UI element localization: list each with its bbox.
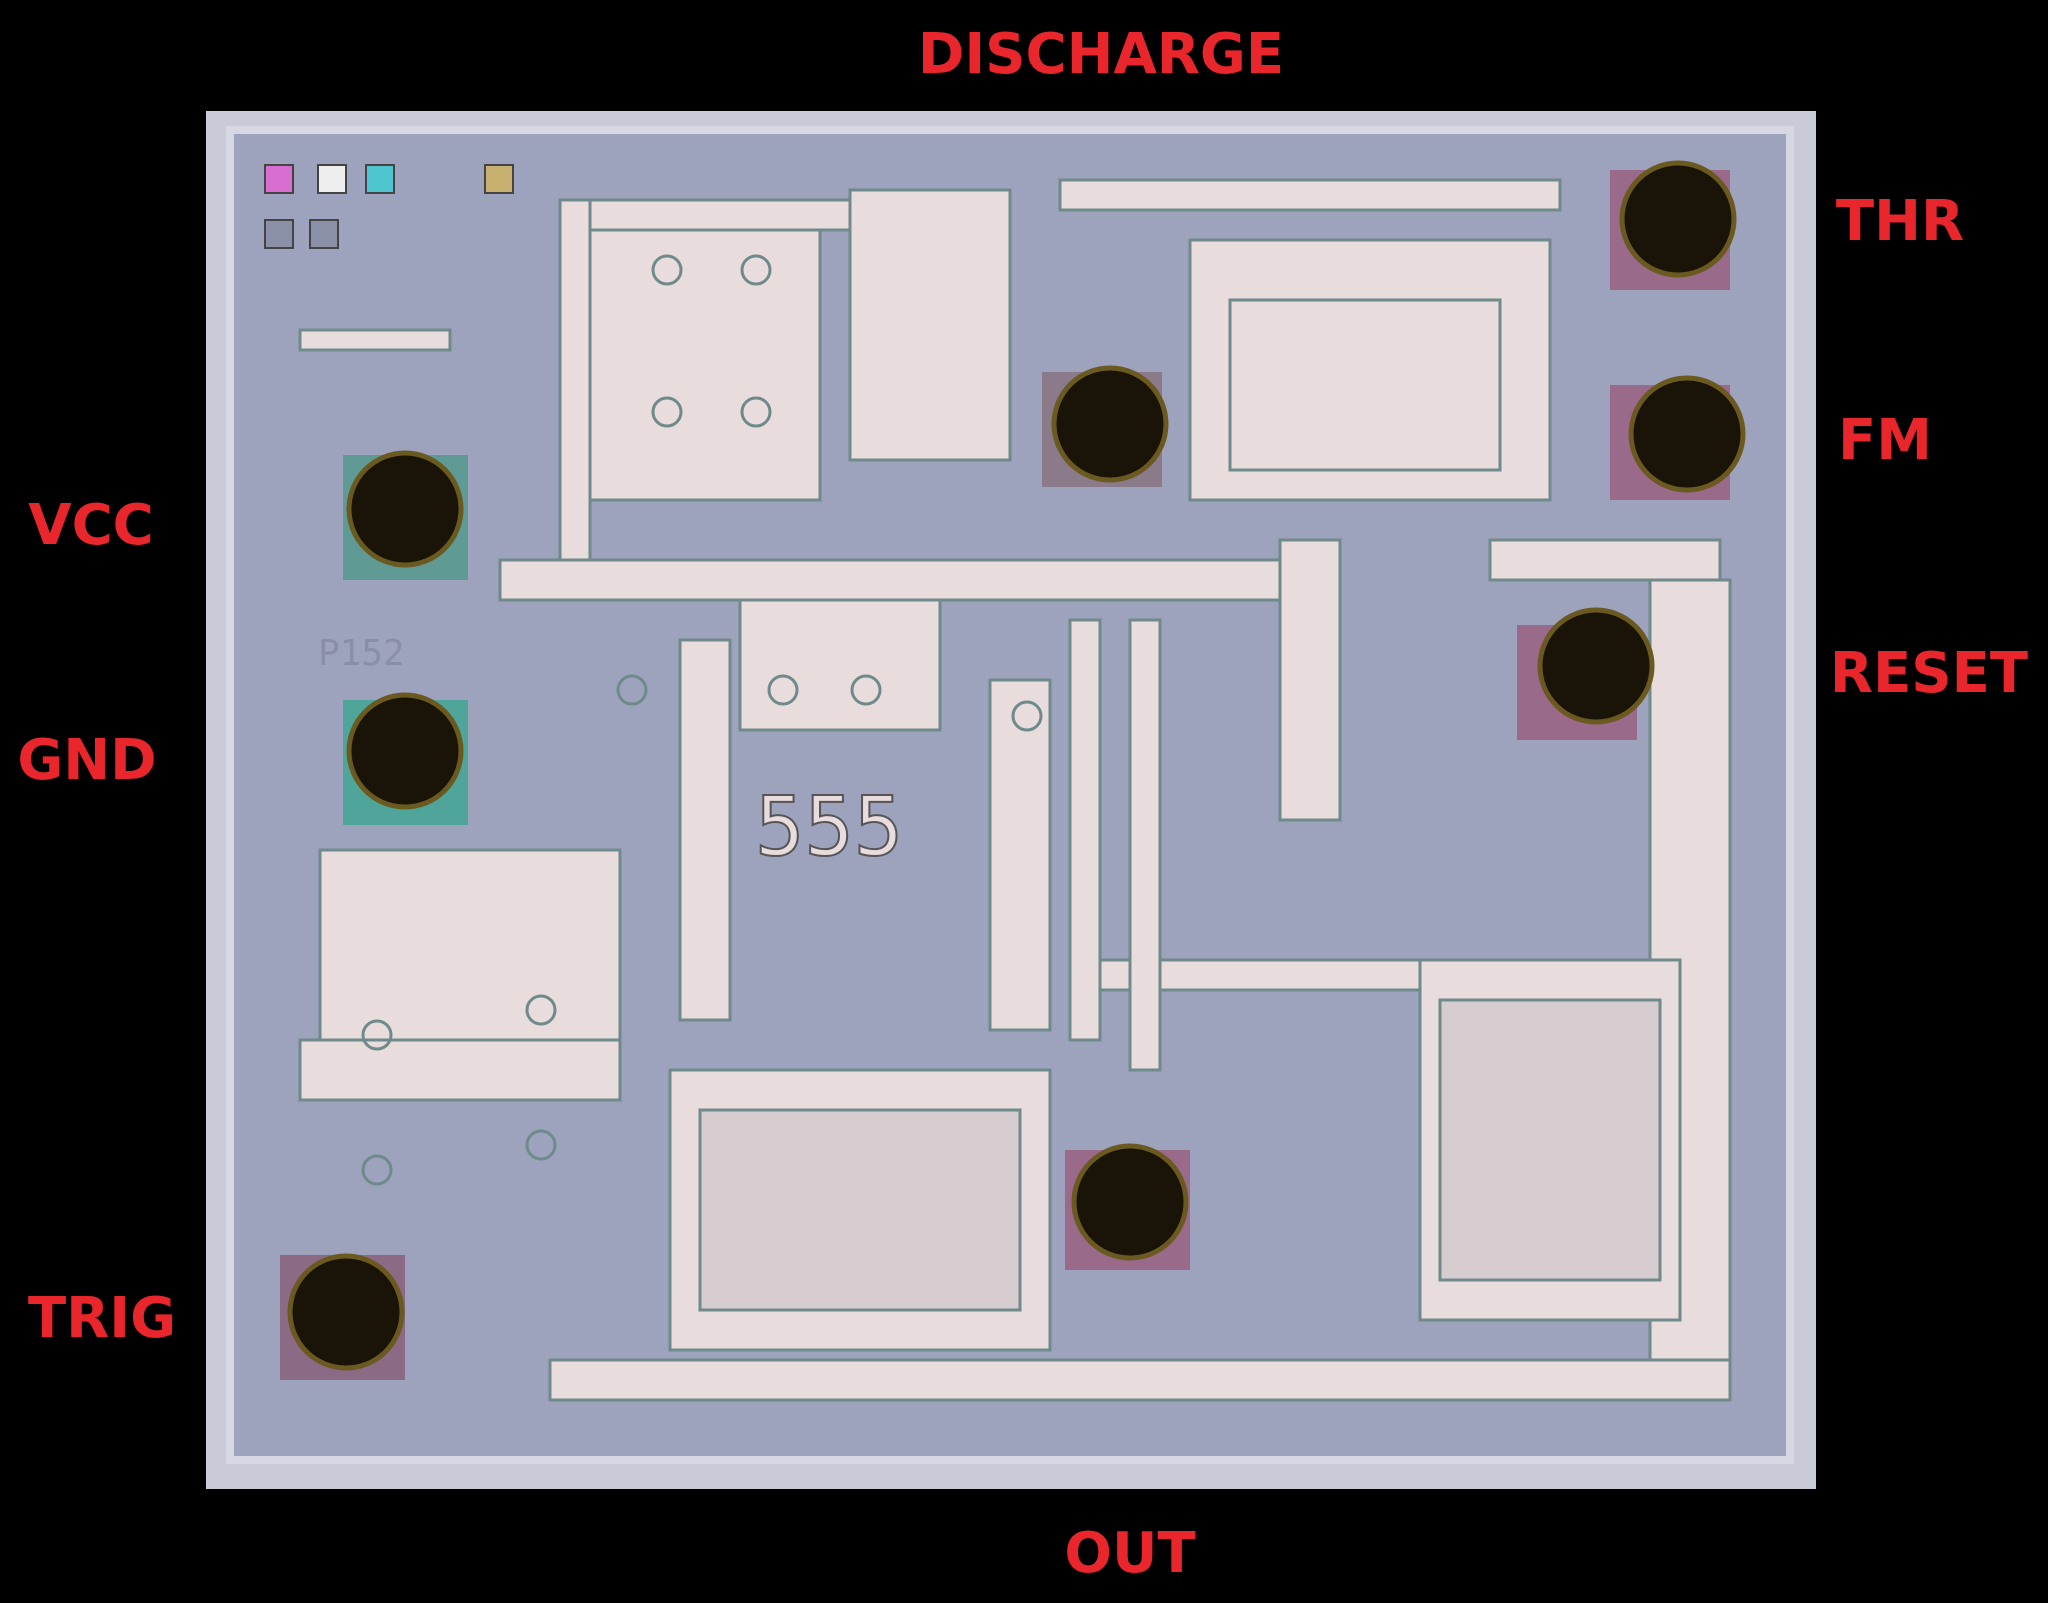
- die-marking-code: P152: [318, 633, 405, 674]
- label-thr: THR: [1835, 189, 1965, 254]
- label-out: OUT: [1064, 1521, 1196, 1586]
- label-fm: FM: [1838, 408, 1932, 473]
- label-reset: RESET: [1829, 641, 2029, 706]
- pad-reset: [1537, 607, 1655, 725]
- pad-fm: [1628, 375, 1746, 493]
- pad-thr: [1619, 160, 1737, 278]
- die-marking-555: 555: [755, 780, 903, 875]
- label-discharge: DISCHARGE: [917, 22, 1285, 87]
- transistor-contacts: [361, 254, 1043, 1186]
- label-vcc: VCC: [28, 493, 154, 558]
- pad-discharge: [1051, 365, 1169, 483]
- pad-out: [1071, 1143, 1189, 1261]
- label-gnd: GND: [17, 728, 157, 793]
- bond-pads: [280, 160, 1746, 1380]
- pad-gnd: [346, 692, 464, 810]
- test-squares: [264, 164, 514, 249]
- label-trig: TRIG: [27, 1286, 177, 1351]
- pad-trig: [287, 1253, 405, 1371]
- pad-vcc: [346, 450, 464, 568]
- metal-traces: [298, 178, 1732, 1402]
